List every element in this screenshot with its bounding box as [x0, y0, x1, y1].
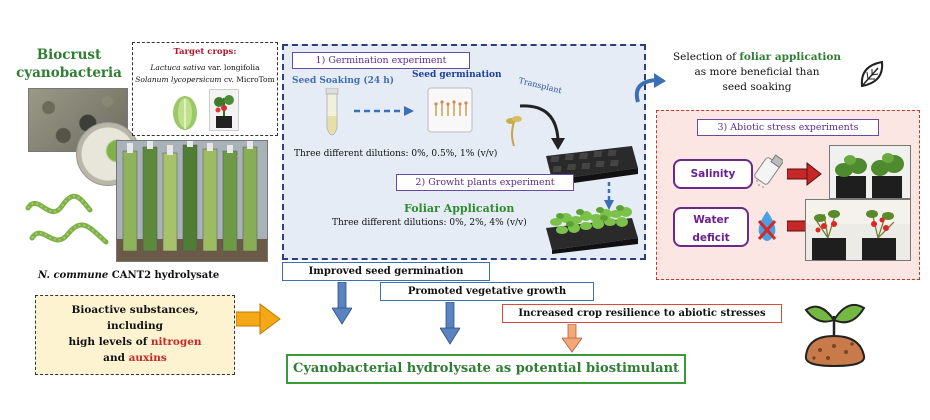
lettuce-species: Lactuca sativa — [150, 63, 206, 72]
germination-dilutions: Three different dilutions: 0%, 0.5%, 1% … — [294, 149, 498, 159]
germination-down-arrow — [332, 282, 352, 325]
abiotic-stress-panel: 3) Abiotic stress experiments Salinity W… — [656, 110, 920, 280]
salt-shaker-icon — [754, 154, 783, 188]
selection-highlight: foliar application — [739, 51, 842, 63]
biocrust-title-line2: cyanobacteria — [16, 65, 122, 81]
water-deficit-label: Water deficit — [673, 207, 749, 247]
water-deficit-plants-drawing — [806, 200, 910, 260]
tomato-species: Solanum lycopersicum — [135, 75, 222, 84]
lettuce-icon — [173, 96, 197, 130]
salinity-arrow — [787, 161, 822, 187]
resilience-down-arrow — [562, 324, 582, 353]
no-water-icon — [757, 211, 777, 241]
seed-soaking-label: Seed Soaking (24 h) — [292, 76, 395, 86]
tomato-variety: cv. MicroTom — [223, 75, 275, 84]
final-conclusion: Cyanobacterial hydrolysate as potential … — [286, 354, 686, 384]
selection-line1: Selection of foliar application — [662, 50, 852, 65]
bioactive-right-arrow — [236, 303, 281, 335]
transplant-label: Transplant — [517, 76, 563, 96]
cyanobacteria-filaments-icon — [25, 193, 109, 245]
water-deficit-line2: deficit — [692, 232, 730, 244]
foliar-application-label: Foliar Application — [404, 202, 515, 215]
seedling-icon — [506, 116, 522, 146]
experiment-panel: 1) Germination experiment Seed Soaking (… — [282, 44, 646, 260]
water-deficit-plants-photo — [805, 199, 911, 261]
selection-text: Selection of foliar application as more … — [662, 50, 852, 95]
salinity-label: Salinity — [673, 159, 753, 189]
plant-tray-icon — [546, 205, 638, 254]
vegetative-down-arrow — [440, 302, 460, 345]
biocrust-title: Biocrust cyanobacteria — [14, 46, 124, 82]
germination-plate-icon — [427, 87, 473, 133]
bioreactor-columns-photo — [116, 140, 268, 262]
test-tube-icon — [325, 88, 339, 136]
soak-to-germination-arrow — [354, 106, 414, 116]
strain-name: CANT2 hydrolysate — [111, 270, 220, 281]
growth-experiment-title: 2) Growht plants experiment — [396, 174, 574, 191]
bioactive-line3-pre: high levels of — [68, 336, 151, 348]
sprout-soil-icon — [804, 304, 866, 368]
bioreactor-columns-drawing — [117, 141, 267, 261]
bioactive-line3: high levels of nitrogen — [36, 334, 234, 350]
species-name: N. commune — [38, 270, 109, 281]
seed-germination-label: Seed germination — [412, 70, 502, 80]
tomato-plant-icon — [214, 95, 234, 128]
selection-pre: Selection of — [672, 51, 740, 63]
bioactive-substances-box: Bioactive substances, including high lev… — [35, 295, 235, 375]
bioactive-line1: Bioactive substances, — [71, 304, 199, 316]
target-crops-box: Target crops: Lactuca sativa var. longif… — [132, 42, 278, 136]
germination-experiment-title: 1) Germination experiment — [292, 52, 470, 69]
outcome-resilience: Increased crop resilience to abiotic str… — [502, 304, 782, 323]
water-deficit-line1: Water — [693, 214, 729, 226]
auxins-label: auxins — [128, 352, 167, 364]
growth-dilutions: Three different dilutions: 0%, 2%, 4% (v… — [332, 218, 527, 228]
bioactive-line2: including — [107, 320, 163, 332]
salinity-plants-drawing — [835, 153, 904, 198]
bioactive-line4: and auxins — [36, 350, 234, 366]
leaf-icon — [860, 60, 884, 88]
tomato-plant-photo — [209, 89, 239, 131]
outcome-germination: Improved seed germination — [282, 262, 490, 281]
selection-line2: as more beneficial than — [694, 66, 820, 78]
salinity-plants-photo — [829, 145, 911, 199]
lettuce-variety: var. longifolia — [207, 63, 260, 72]
selection-curved-arrow — [634, 73, 666, 103]
selection-line3: seed soaking — [722, 81, 792, 93]
strain-label: N. commune CANT2 hydrolysate — [38, 270, 219, 281]
target-crops-title: Target crops: — [173, 47, 237, 57]
tray-down-arrow — [604, 182, 614, 210]
crop-lettuce-label: Lactuca sativa var. longifolia — [133, 63, 277, 72]
transplant-arrow — [519, 104, 565, 150]
crop-tomato-label: Solanum lycopersicum cv. MicroTom — [133, 75, 277, 84]
nitrogen-label: nitrogen — [150, 336, 202, 348]
outcome-vegetative: Promoted vegetative growth — [380, 282, 594, 301]
bioactive-and: and — [103, 352, 129, 364]
abiotic-stress-title: 3) Abiotic stress experiments — [697, 119, 879, 136]
biocrust-title-line1: Biocrust — [36, 47, 102, 63]
